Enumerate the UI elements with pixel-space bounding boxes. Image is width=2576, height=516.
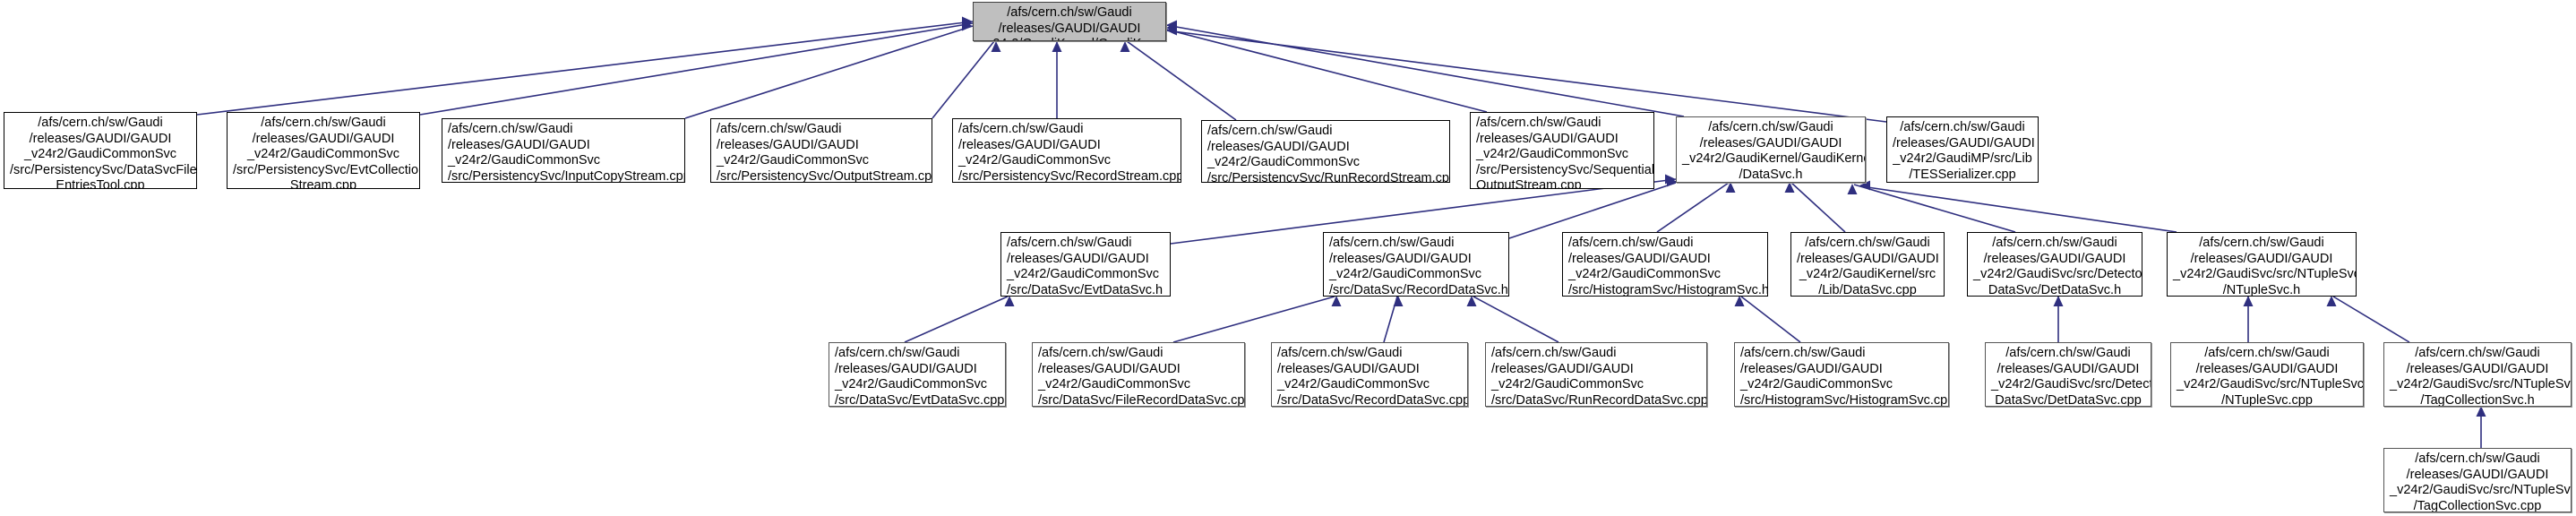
graph-edge-arrowhead xyxy=(1004,296,1015,306)
graph-node[interactable]: /afs/cern.ch/sw/Gaudi /releases/GAUDI/GA… xyxy=(2170,342,2364,407)
graph-edge xyxy=(1860,185,2177,233)
graph-edge xyxy=(904,296,1009,343)
graph-edge xyxy=(684,25,974,119)
graph-node[interactable]: /afs/cern.ch/sw/Gaudi /releases/GAUDI/GA… xyxy=(1562,232,1768,297)
graph-node[interactable]: /afs/cern.ch/sw/Gaudi /releases/GAUDI/GA… xyxy=(1000,232,1171,297)
graph-edge-arrowhead xyxy=(962,16,973,27)
graph-edge-arrowhead xyxy=(2243,296,2254,306)
graph-edge xyxy=(2332,296,2410,343)
graph-edge-arrowhead xyxy=(1166,25,1177,36)
graph-node[interactable]: /afs/cern.ch/sw/Gaudi /releases/GAUDI/GA… xyxy=(1676,116,1866,183)
graph-edge-arrowhead xyxy=(1665,174,1676,185)
graph-node[interactable]: /afs/cern.ch/sw/Gaudi /releases/GAUDI/GA… xyxy=(710,118,932,183)
graph-edge xyxy=(1473,296,1559,343)
graph-edge xyxy=(1163,28,1488,113)
graph-node[interactable]: /afs/cern.ch/sw/Gaudi /releases/GAUDI/GA… xyxy=(227,112,420,189)
graph-node[interactable]: /afs/cern.ch/sw/Gaudi /releases/GAUDI/GA… xyxy=(2167,232,2357,297)
graph-edge-arrowhead xyxy=(1393,296,1404,306)
graph-node[interactable]: /afs/cern.ch/sw/Gaudi /releases/GAUDI/GA… xyxy=(2383,342,2572,407)
graph-edge-arrowhead xyxy=(1166,20,1177,30)
graph-node[interactable]: /afs/cern.ch/sw/Gaudi /releases/GAUDI/GA… xyxy=(2383,448,2572,512)
graph-edge-arrowhead xyxy=(2326,296,2337,306)
graph-edge-arrowhead xyxy=(1725,182,1736,193)
graph-edge xyxy=(1126,40,1237,121)
graph-edge xyxy=(196,21,974,116)
graph-node[interactable]: /afs/cern.ch/sw/Gaudi /releases/GAUDI/GA… xyxy=(442,118,685,183)
graph-edge-arrowhead xyxy=(1052,41,1062,52)
graph-edge-arrowhead xyxy=(1847,184,1858,194)
graph-edge-arrowhead xyxy=(991,41,1001,52)
graph-node[interactable]: /afs/cern.ch/sw/Gaudi /releases/GAUDI/GA… xyxy=(1985,342,2151,407)
graph-edge-arrowhead xyxy=(1331,296,1342,306)
graph-node[interactable]: /afs/cern.ch/sw/Gaudi /releases/GAUDI/GA… xyxy=(1201,120,1450,183)
graph-edge xyxy=(1165,30,1887,123)
graph-edge-arrowhead xyxy=(1466,296,1477,306)
graph-edge xyxy=(1656,182,1730,233)
graph-node[interactable]: /afs/cern.ch/sw/Gaudi /releases/GAUDI/GA… xyxy=(1967,232,2142,297)
graph-edge-arrowhead xyxy=(1734,296,1745,306)
graph-node[interactable]: /afs/cern.ch/sw/Gaudi /releases/GAUDI/GA… xyxy=(1790,232,1945,297)
graph-edge-arrowhead xyxy=(962,18,973,29)
graph-node[interactable]: /afs/cern.ch/sw/Gaudi /releases/GAUDI/GA… xyxy=(1323,232,1509,297)
graph-edge xyxy=(1790,182,1846,233)
graph-node-root[interactable]: /afs/cern.ch/sw/Gaudi /releases/GAUDI/GA… xyxy=(973,2,1166,41)
graph-edge xyxy=(1853,184,2016,233)
graph-node[interactable]: /afs/cern.ch/sw/Gaudi /releases/GAUDI/GA… xyxy=(952,118,1181,183)
graph-edge xyxy=(1508,182,1677,239)
graph-node[interactable]: /afs/cern.ch/sw/Gaudi /releases/GAUDI/GA… xyxy=(829,342,1006,407)
graph-edge-arrowhead xyxy=(2476,406,2486,417)
graph-edge xyxy=(1172,296,1335,343)
graph-node[interactable]: /afs/cern.ch/sw/Gaudi /releases/GAUDI/GA… xyxy=(4,112,197,189)
graph-edge-arrowhead xyxy=(1120,41,1130,52)
graph-edge-arrowhead xyxy=(962,21,973,31)
graph-node[interactable]: /afs/cern.ch/sw/Gaudi /releases/GAUDI/GA… xyxy=(1734,342,1949,407)
graph-edge-arrowhead xyxy=(2053,296,2064,306)
graph-edge xyxy=(419,22,974,116)
graph-edge-arrowhead xyxy=(1166,22,1177,33)
graph-edge xyxy=(1740,296,1801,343)
graph-node[interactable]: /afs/cern.ch/sw/Gaudi /releases/GAUDI/GA… xyxy=(1032,342,1245,407)
graph-edge-arrowhead xyxy=(1784,182,1795,193)
graph-edge xyxy=(932,40,995,119)
graph-node[interactable]: /afs/cern.ch/sw/Gaudi /releases/GAUDI/GA… xyxy=(1485,342,1707,407)
graph-edge xyxy=(1383,296,1398,343)
graph-node[interactable]: /afs/cern.ch/sw/Gaudi /releases/GAUDI/GA… xyxy=(1886,116,2039,183)
graph-edge xyxy=(1165,24,1685,117)
graph-node[interactable]: /afs/cern.ch/sw/Gaudi /releases/GAUDI/GA… xyxy=(1470,112,1654,189)
graph-node[interactable]: /afs/cern.ch/sw/Gaudi /releases/GAUDI/GA… xyxy=(1271,342,1468,407)
